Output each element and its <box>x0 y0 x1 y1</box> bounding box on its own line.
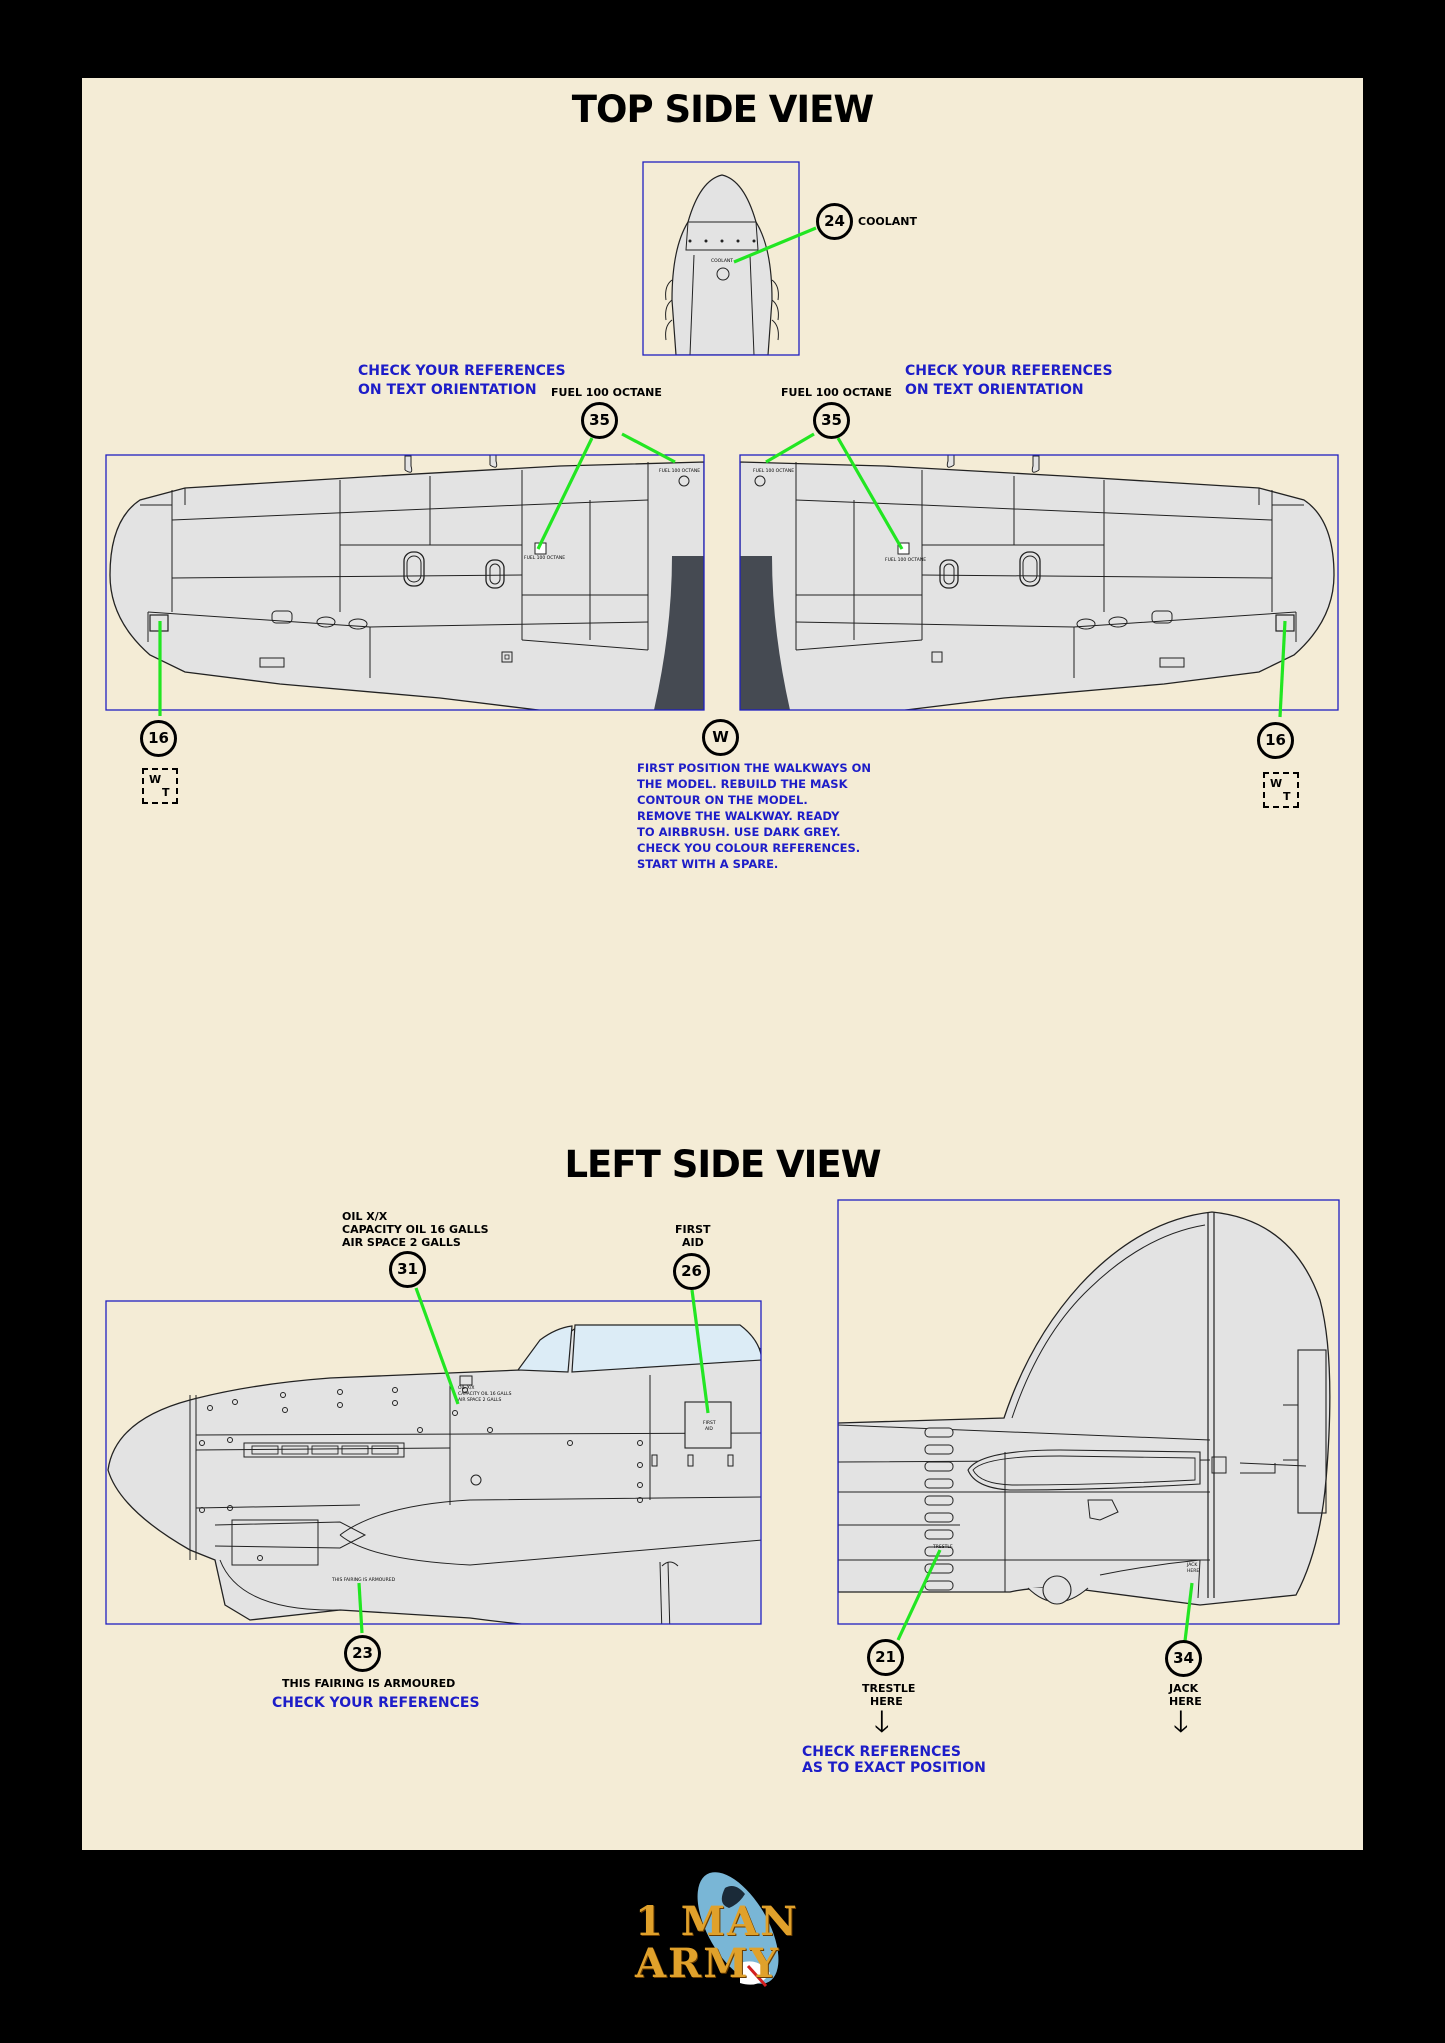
fuel-right-label: FUEL 100 OCTANE <box>781 386 892 399</box>
check-right-line1: CHECK YOUR REFERENCES <box>905 363 1113 379</box>
oil-stencil-1: OIL X/X <box>458 1386 475 1391</box>
walkway-note-6: CHECK YOU COLOUR REFERENCES. <box>637 841 861 855</box>
brand-logo: 1 MAN ARMY <box>630 1868 820 1998</box>
jack-label-2: HERE <box>1169 1695 1202 1708</box>
callout-34: 34 <box>1165 1640 1202 1677</box>
check-right-line2: ON TEXT ORIENTATION <box>905 382 1084 398</box>
right-wing-drawing <box>739 454 1339 711</box>
fuel-left-stencil-outer: FUEL 100 OCTANE <box>659 469 701 474</box>
tail-side-drawing <box>838 1211 1331 1606</box>
fuselage-side-drawing <box>107 1324 761 1624</box>
fairing-label: THIS FAIRING IS ARMOURED <box>282 1677 456 1690</box>
fairing-stencil: THIS FAIRING IS ARMOURED <box>332 1578 396 1583</box>
leader-lines <box>158 226 1287 1642</box>
fuel-left-stencil-inner: FUEL 100 OCTANE <box>524 556 566 561</box>
callout-24: 24 <box>816 203 853 240</box>
callout-35-left: 35 <box>581 402 618 439</box>
check-position-line1: CHECK REFERENCES <box>802 1744 962 1760</box>
wt-right-w: W <box>1270 777 1283 790</box>
oil-label-3: AIR SPACE 2 GALLS <box>342 1236 461 1249</box>
jack-arrow-icon: 🡓 <box>1173 1705 1189 1740</box>
walkway-note-3: CONTOUR ON THE MODEL. <box>637 793 808 807</box>
top-view-title: TOP SIDE VIEW <box>571 88 874 131</box>
callout-16-right: 16 <box>1257 722 1294 759</box>
check-position-line2: AS TO EXACT POSITION <box>802 1760 986 1776</box>
walkway-note-7: START WITH A SPARE. <box>637 857 779 871</box>
first-aid-label-1: FIRST <box>675 1223 711 1236</box>
wt-right-t: T <box>1283 790 1291 803</box>
callout-21: 21 <box>867 1639 904 1676</box>
wt-stencil-left: W T <box>142 768 178 804</box>
jack-label-1: JACK <box>1169 1682 1199 1695</box>
callout-31: 31 <box>389 1251 426 1288</box>
walkway-note-4: REMOVE THE WALKWAY. READY <box>637 809 840 823</box>
fairing-check: CHECK YOUR REFERENCES <box>272 1695 480 1711</box>
oil-label-2: CAPACITY OIL 16 GALLS <box>342 1223 489 1236</box>
fuselage-frame <box>105 1300 762 1625</box>
wt-left-t: T <box>162 786 170 799</box>
oil-stencil-2: CAPACITY OIL 16 GALLS <box>458 1392 512 1397</box>
first-aid-stencil-2: AID <box>705 1427 713 1432</box>
logo-line2: ARMY <box>635 1940 781 1987</box>
left-view-title: LEFT SIDE VIEW <box>564 1143 881 1186</box>
walkway-note-1: FIRST POSITION THE WALKWAYS ON <box>637 761 872 775</box>
callout-16-left: 16 <box>140 720 177 757</box>
fuel-right-stencil-inner: FUEL 100 OCTANE <box>885 558 927 563</box>
trestle-label-2: HERE <box>870 1695 903 1708</box>
jack-stencil-2: HERE <box>1187 1569 1200 1574</box>
left-wing-frame <box>105 454 705 711</box>
trestle-label-1: TRESTLE <box>862 1682 916 1695</box>
check-left-line1: CHECK YOUR REFERENCES <box>358 363 566 379</box>
coolant-stencil: COOLANT <box>711 259 734 264</box>
nose-frame <box>642 161 800 356</box>
callout-w: W <box>702 719 739 756</box>
trestle-arrow-icon: 🡓 <box>874 1705 890 1740</box>
oil-label-1: OIL X/X <box>342 1210 388 1223</box>
trestle-stencil: TRESTLE <box>933 1545 953 1550</box>
callout-23: 23 <box>344 1635 381 1672</box>
oil-stencil-3: AIR SPACE 2 GALLS <box>458 1398 502 1403</box>
fuel-right-stencil-outer: FUEL 100 OCTANE <box>753 469 795 474</box>
wt-stencil-right: W T <box>1263 772 1299 808</box>
wt-left-w: W <box>149 773 162 786</box>
tail-frame <box>837 1199 1340 1625</box>
first-aid-stencil-1: FIRST <box>703 1421 716 1426</box>
walkway-note-5: TO AIRBRUSH. USE DARK GREY. <box>637 825 841 839</box>
nose-top-drawing <box>665 174 779 355</box>
logo-line1: 1 MAN <box>635 1898 799 1945</box>
callout-35-right: 35 <box>813 402 850 439</box>
coolant-label: COOLANT <box>858 215 918 228</box>
jack-stencil-1: JACK <box>1187 1563 1198 1568</box>
fuel-left-label: FUEL 100 OCTANE <box>551 386 662 399</box>
left-wing-drawing <box>109 455 704 710</box>
walkway-note-2: THE MODEL. REBUILD THE MASK <box>637 777 848 791</box>
callout-26: 26 <box>673 1253 710 1290</box>
first-aid-label-2: AID <box>682 1236 704 1249</box>
check-left-line2: ON TEXT ORIENTATION <box>358 382 537 398</box>
